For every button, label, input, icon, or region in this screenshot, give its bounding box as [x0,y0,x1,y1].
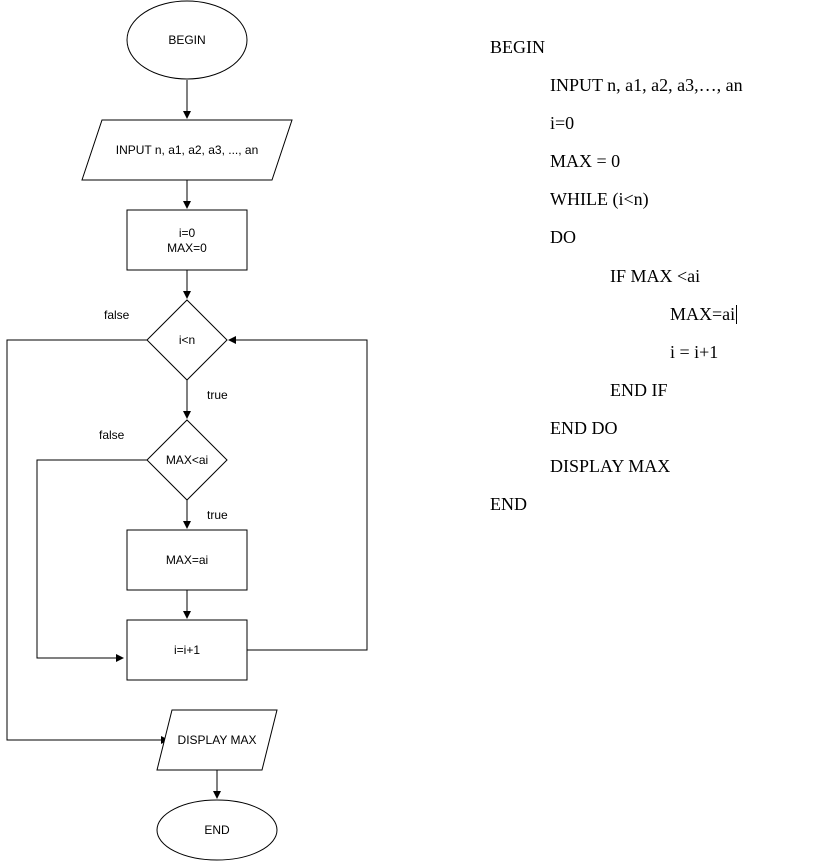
display-label: DISPLAY MAX [178,733,257,747]
pseudo-line-assign-text: MAX=ai [670,304,736,324]
assign-max-node: MAX=ai [126,529,248,591]
pseudo-line-begin: BEGIN [490,37,545,57]
input-label: INPUT n, a1, a2, a3, ..., an [116,143,259,157]
end-node: END [156,799,278,861]
assign-max-label: MAX=ai [166,553,208,567]
begin-label: BEGIN [168,33,205,47]
pseudo-line-end-do: END DO [550,418,618,438]
display-node: DISPLAY MAX [156,709,278,771]
end-label: END [204,823,230,837]
max-condition-label: MAX<ai [166,453,208,467]
pseudo-line-increment: i = i+1 [670,342,719,362]
increment-node: i=i+1 [126,619,248,681]
pseudo-line-end-if: END IF [610,380,668,400]
edge-loop-false [6,339,169,744]
pseudo-line-while: WHILE (i<n) [550,189,649,209]
edge-max-false [36,459,147,662]
pseudo-line-end: END [490,494,527,514]
pseudo-line-input: INPUT n, a1, a2, a3,…, an [550,75,743,95]
init-node: i=0 MAX=0 [126,209,248,271]
pseudo-line-display: DISPLAY MAX [550,456,671,476]
text-caret [736,305,738,324]
input-node: INPUT n, a1, a2, a3, ..., an [81,119,293,181]
label-false-loop: false [104,308,130,322]
label-true-max: true [207,508,228,522]
label-true-loop: true [207,388,228,402]
increment-label: i=i+1 [174,643,200,657]
loop-condition-label: i<n [179,333,195,347]
max-condition-node: MAX<ai [146,419,228,501]
pseudo-line-init-i: i=0 [550,113,575,133]
init-label-line1: i=0 [179,226,196,240]
edge-increment-loopback [228,336,368,651]
label-false-max: false [99,428,125,442]
begin-node: BEGIN [126,0,248,80]
loop-condition-node: i<n [146,299,228,381]
pseudo-line-init-max: MAX = 0 [550,151,621,171]
pseudo-line-assign[interactable]: MAX=ai [670,304,738,324]
pseudo-line-do: DO [550,227,576,247]
pseudo-line-if: IF MAX <ai [610,266,701,286]
init-label-line2: MAX=0 [167,241,207,255]
